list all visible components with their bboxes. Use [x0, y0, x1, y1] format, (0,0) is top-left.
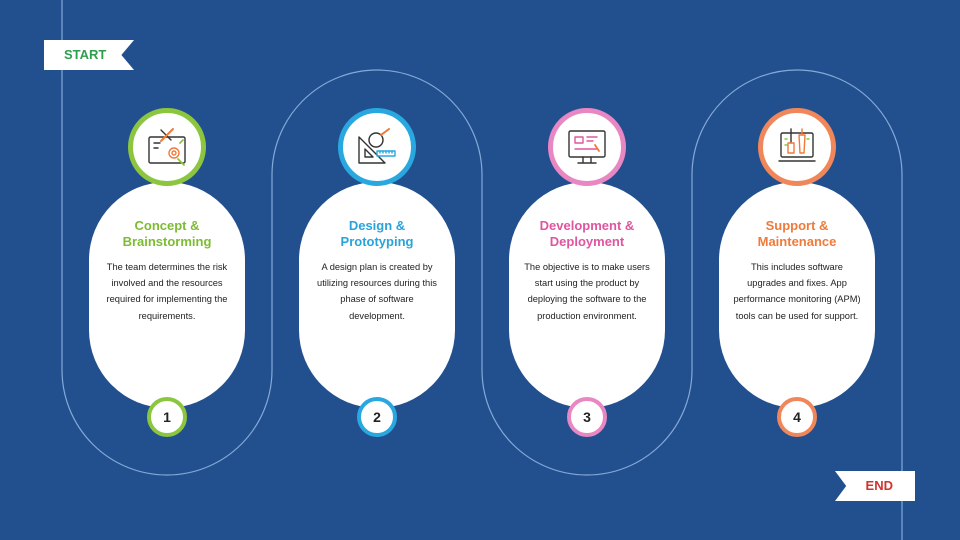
step-card-2: Design &Prototyping A design plan is cre… [299, 182, 455, 408]
tools-gear-icon [148, 128, 186, 166]
step-title: Support &Maintenance [757, 218, 837, 249]
step-number-2: 2 [357, 397, 397, 437]
step-icon-ring-3 [548, 108, 626, 186]
end-flag: END [835, 471, 915, 501]
step-description: The team determines the risk involved an… [106, 262, 228, 321]
step-description: This includes software upgrades and fixe… [733, 262, 861, 321]
wrench-screwdriver-icon [778, 128, 816, 162]
step-description: A design plan is created by utilizing re… [317, 262, 437, 321]
step-card-3: Development &Deployment The objective is… [509, 182, 665, 408]
step-title: Concept &Brainstorming [122, 218, 212, 249]
step-number-4: 4 [777, 397, 817, 437]
start-flag: START [44, 40, 134, 70]
step-card-4: Support &Maintenance This includes softw… [719, 182, 875, 408]
step-icon-ring-1 [128, 108, 206, 186]
step-card-1: Concept &Brainstorming The team determin… [89, 182, 245, 408]
step-title: Development &Deployment [539, 218, 635, 249]
step-icon-ring-2 [338, 108, 416, 186]
step-description: The objective is to make users start usi… [524, 262, 650, 321]
step-number-3: 3 [567, 397, 607, 437]
step-title: Design &Prototyping [340, 218, 414, 249]
drafting-triangle-icon [358, 128, 396, 164]
step-number-1: 1 [147, 397, 187, 437]
step-icon-ring-4 [758, 108, 836, 186]
monitor-blueprint-icon [568, 130, 606, 164]
